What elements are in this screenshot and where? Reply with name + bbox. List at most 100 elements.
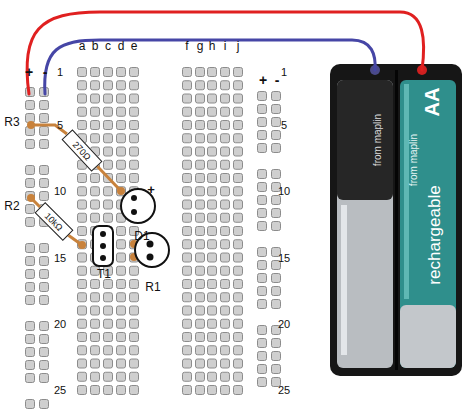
breadboard-hole — [221, 121, 230, 130]
breadboard-hole — [40, 127, 49, 136]
breadboard-hole — [78, 121, 87, 130]
breadboard-hole — [26, 296, 35, 305]
breadboard-hole — [221, 227, 230, 236]
breadboard-hole — [183, 280, 192, 289]
breadboard-hole — [104, 200, 113, 209]
breadboard-hole — [208, 94, 217, 103]
breadboard-hole — [221, 319, 230, 328]
breadboard-hole — [130, 94, 139, 103]
breadboard-hole — [40, 166, 49, 175]
breadboard-hole — [78, 253, 87, 262]
breadboard-hole — [208, 359, 217, 368]
cell-shine — [341, 205, 347, 355]
breadboard-hole — [208, 174, 217, 183]
breadboard-hole — [104, 107, 113, 116]
column-letter: b — [92, 40, 99, 52]
breadboard-hole — [196, 386, 205, 395]
breadboard-hole — [91, 187, 100, 196]
rail-polarity: + — [25, 65, 33, 79]
breadboard-hole — [117, 160, 126, 169]
breadboard-hole — [117, 372, 126, 381]
breadboard-hole — [258, 326, 267, 335]
breadboard-hole — [234, 134, 243, 143]
breadboard-hole — [234, 359, 243, 368]
breadboard-hole — [104, 147, 113, 156]
breadboard-hole — [104, 346, 113, 355]
breadboard-hole — [196, 253, 205, 262]
breadboard-hole — [183, 121, 192, 130]
breadboard-hole — [272, 118, 281, 127]
row-number: 20 — [278, 318, 290, 329]
breadboard-hole — [104, 319, 113, 328]
breadboard-hole — [78, 94, 87, 103]
breadboard-hole — [208, 81, 217, 90]
diode-pin — [131, 209, 137, 215]
breadboard-hole — [40, 140, 49, 149]
breadboard-hole — [183, 359, 192, 368]
breadboard-hole — [196, 266, 205, 275]
polarity-mark: + — [147, 183, 155, 196]
breadboard-hole — [26, 374, 35, 383]
breadboard-hole — [258, 248, 267, 257]
breadboard-hole — [221, 94, 230, 103]
transistor-pin — [100, 231, 106, 237]
breadboard-hole — [104, 68, 113, 77]
breadboard-hole — [208, 280, 217, 289]
breadboard-hole — [130, 134, 139, 143]
breadboard-hole — [221, 147, 230, 156]
breadboard-hole — [130, 121, 139, 130]
breadboard-hole — [258, 170, 267, 179]
breadboard-hole — [272, 131, 281, 140]
breadboard-hole — [234, 107, 243, 116]
breadboard-hole — [234, 187, 243, 196]
breadboard-hole — [183, 346, 192, 355]
breadboard-hole — [40, 101, 49, 110]
breadboard-hole — [26, 283, 35, 292]
column-letter: a — [79, 40, 86, 52]
breadboard-hole — [130, 266, 139, 275]
breadboard-hole — [104, 213, 113, 222]
breadboard-hole — [208, 333, 217, 342]
breadboard-hole — [234, 121, 243, 130]
breadboard-hole — [221, 280, 230, 289]
breadboard-hole — [196, 280, 205, 289]
breadboard-hole — [234, 200, 243, 209]
breadboard-hole — [196, 121, 205, 130]
breadboard-hole — [117, 306, 126, 315]
breadboard-hole — [258, 92, 267, 101]
breadboard-hole — [104, 187, 113, 196]
breadboard-hole — [258, 131, 267, 140]
breadboard-hole — [26, 322, 35, 331]
breadboard-hole — [130, 293, 139, 302]
breadboard-hole — [91, 213, 100, 222]
part-label: R1 — [145, 281, 160, 293]
rail-polarity: - — [275, 73, 280, 87]
breadboard-hole — [196, 134, 205, 143]
breadboard-hole — [183, 147, 192, 156]
breadboard-hole — [183, 160, 192, 169]
breadboard-hole — [130, 81, 139, 90]
breadboard-hole — [91, 333, 100, 342]
lead-ends — [27, 121, 138, 261]
breadboard-hole — [234, 227, 243, 236]
breadboard-hole — [272, 352, 281, 361]
breadboard-hole — [91, 107, 100, 116]
breadboard-hole — [196, 213, 205, 222]
breadboard-hole — [234, 306, 243, 315]
column-letter: c — [105, 40, 111, 52]
breadboard-hole — [196, 346, 205, 355]
breadboard-hole — [221, 346, 230, 355]
breadboard-hole — [91, 81, 100, 90]
breadboard-hole — [208, 107, 217, 116]
breadboard-hole — [183, 293, 192, 302]
breadboard-hole — [40, 400, 49, 409]
row-number: 10 — [278, 186, 290, 197]
breadboard-hole — [221, 81, 230, 90]
breadboard-hole — [104, 121, 113, 130]
breadboard-hole — [234, 333, 243, 342]
breadboard-hole — [234, 319, 243, 328]
battery-print: AA — [422, 88, 442, 117]
breadboard-hole — [104, 280, 113, 289]
breadboard-hole — [183, 372, 192, 381]
breadboard-hole — [40, 335, 49, 344]
